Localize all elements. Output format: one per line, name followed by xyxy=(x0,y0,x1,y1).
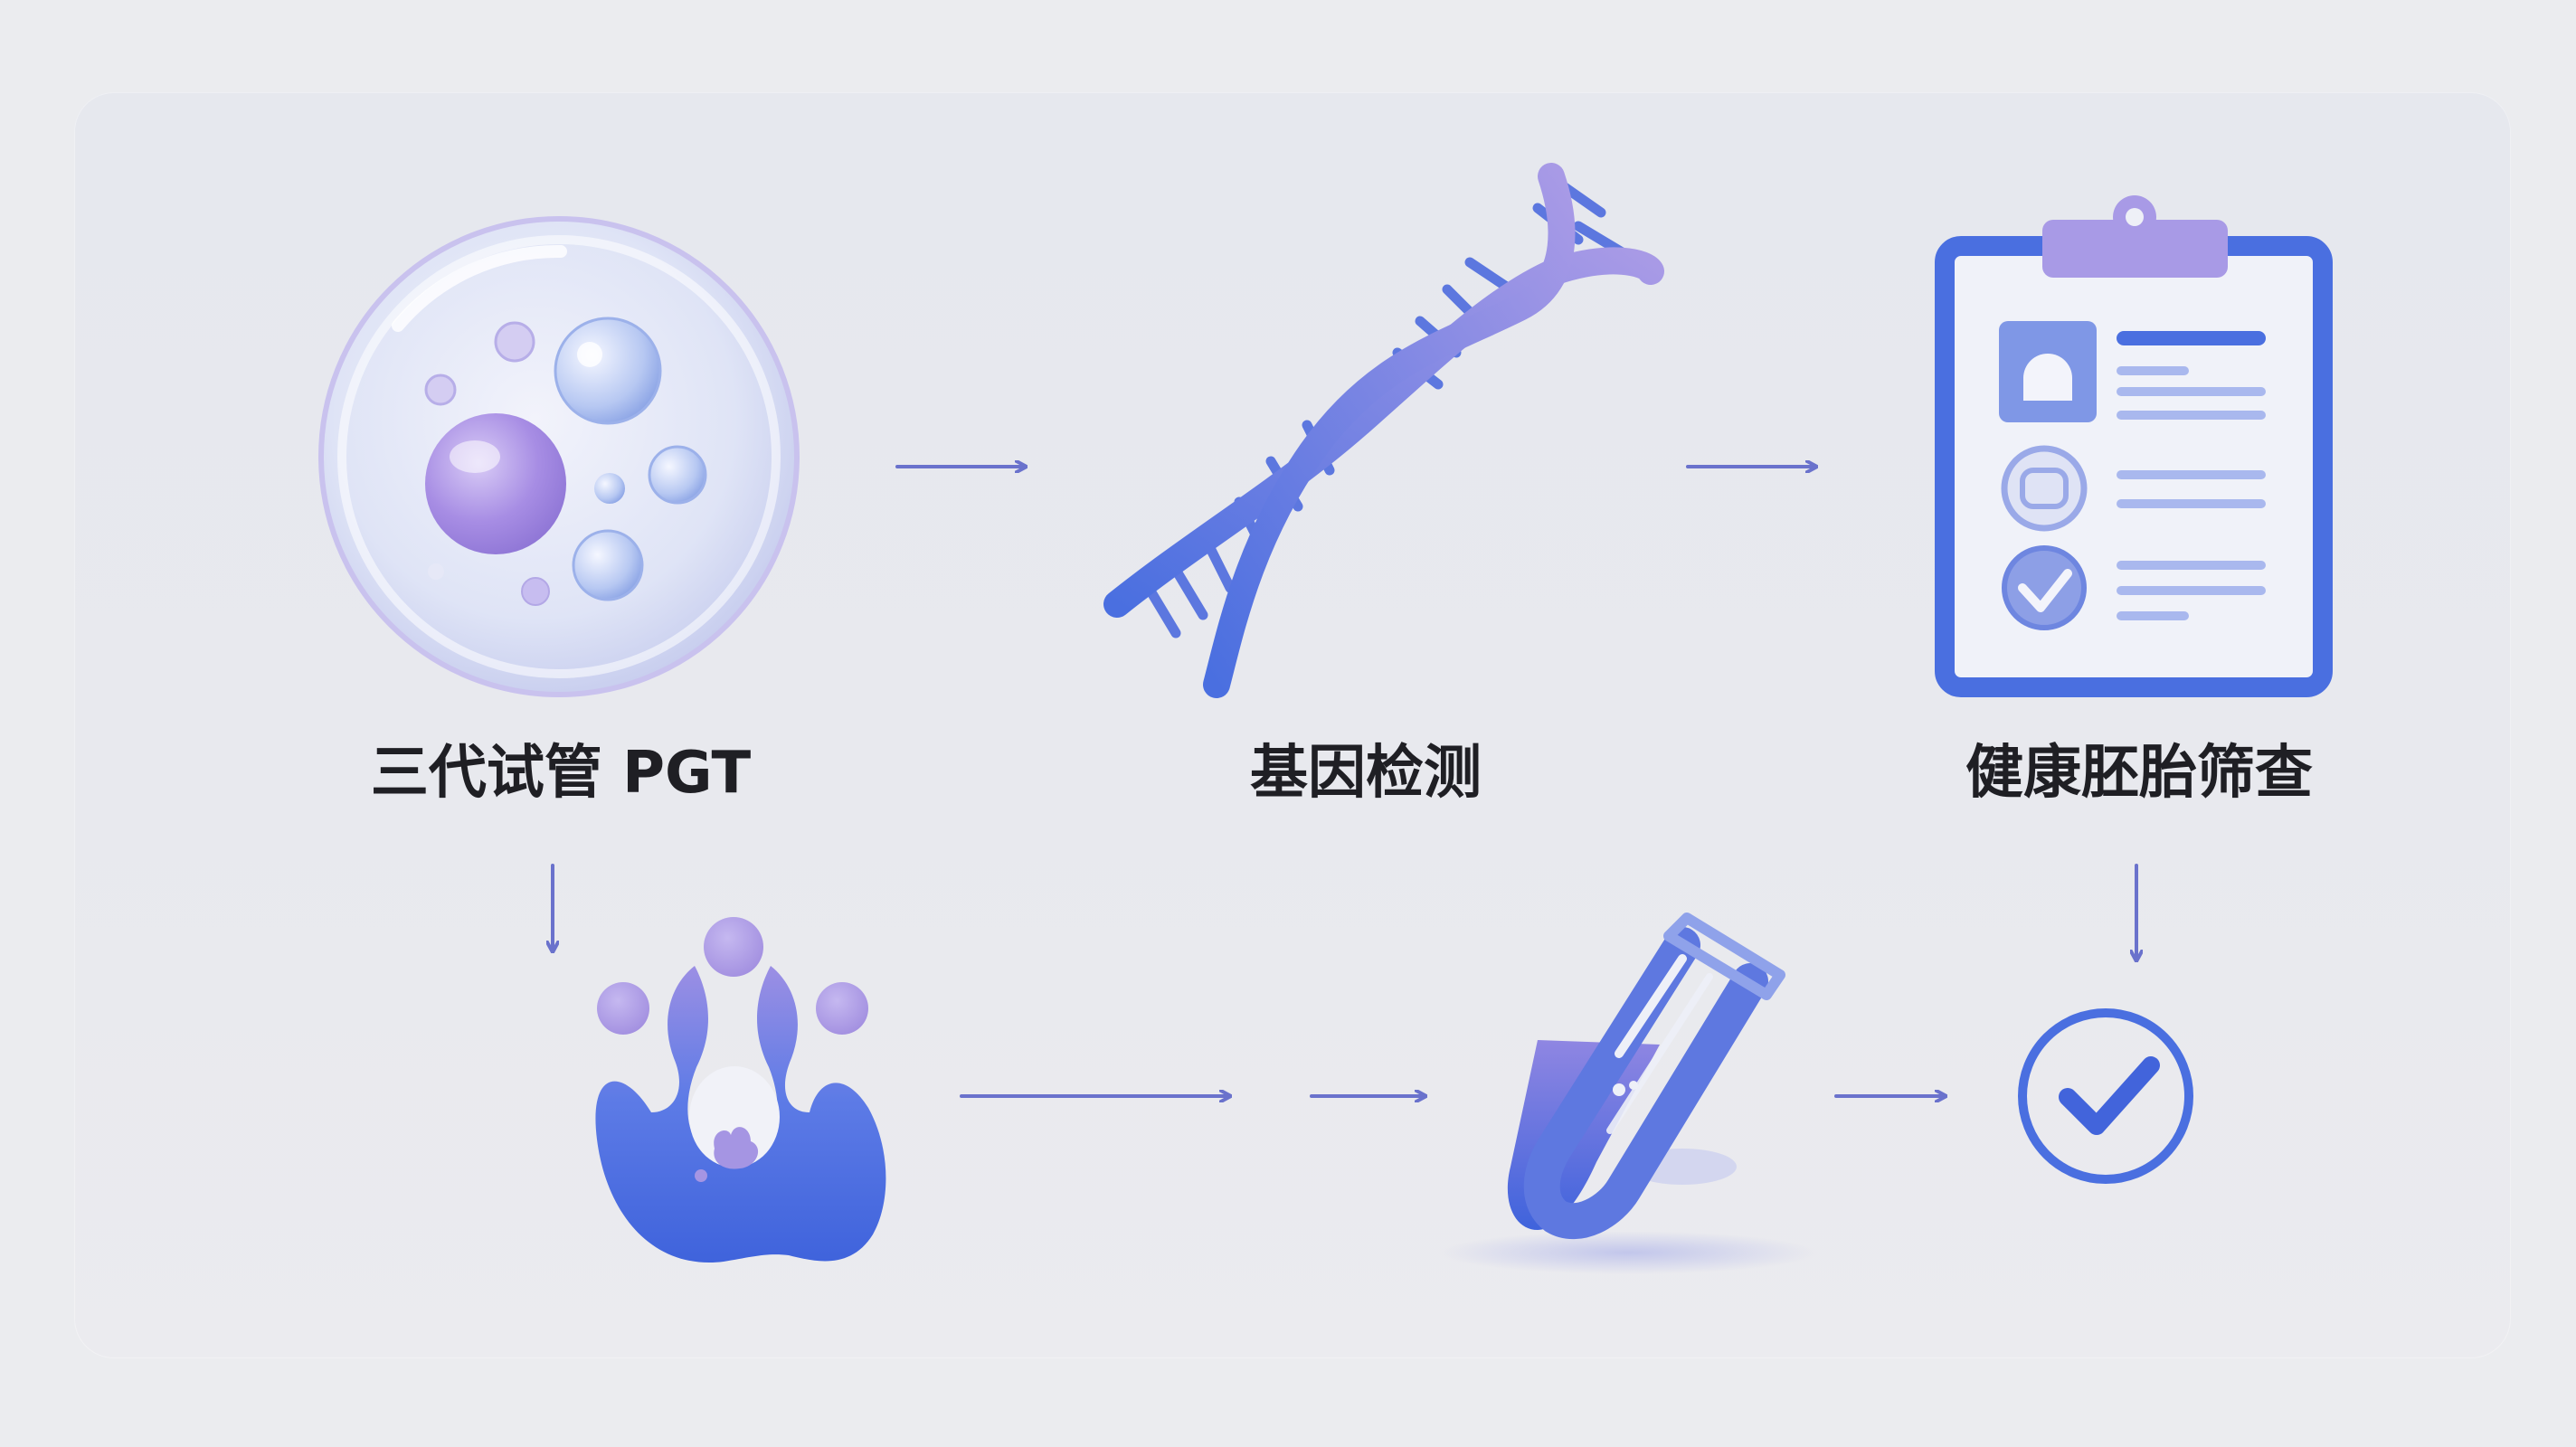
test-tube-icon xyxy=(1438,913,1818,1274)
arrows xyxy=(553,467,2136,1096)
clipboard-icon xyxy=(1935,195,2333,697)
uterus-icon xyxy=(595,917,886,1263)
label-ivf-pgt: 三代试管 PGT xyxy=(370,740,752,807)
label-genetic-testing: 基因检测 xyxy=(1250,740,1482,807)
dna-icon xyxy=(1103,163,1664,698)
cell-icon xyxy=(318,216,800,697)
label-healthy-embryo-screening: 健康胚胎筛查 xyxy=(1965,740,2313,807)
check-circle-icon xyxy=(2018,1008,2193,1184)
